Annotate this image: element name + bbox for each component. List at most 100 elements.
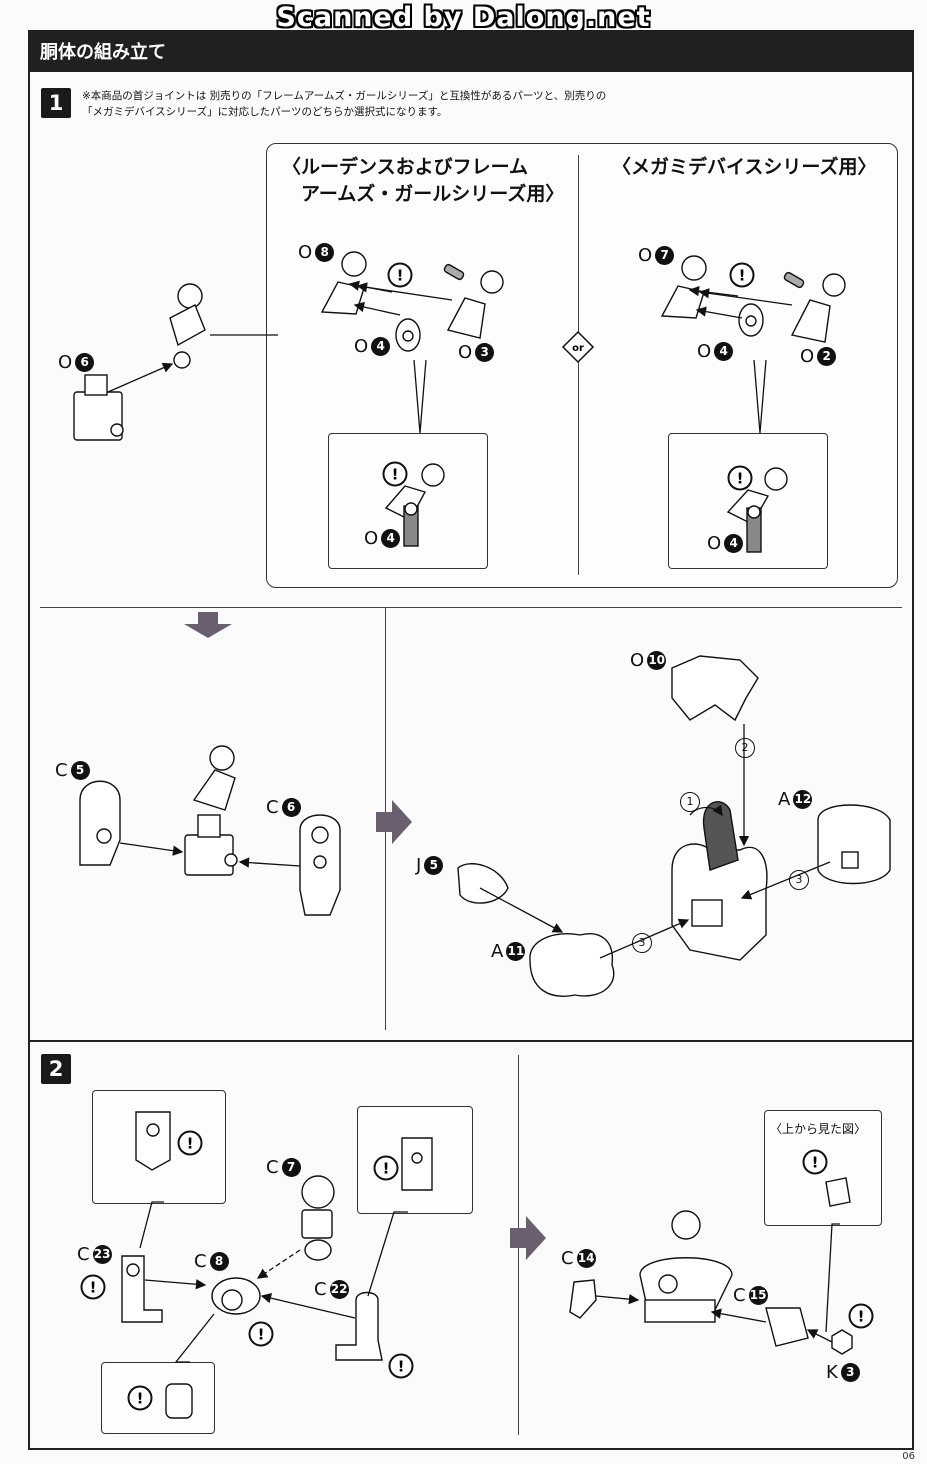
note-line-2: 「メガミデバイスシリーズ」に対応したパーツのどちらか選択式になります。 [82,106,448,118]
part-o10-collar [671,655,759,722]
watermark: Scanned by Dalong.net [276,2,651,33]
part-c15 [765,1307,809,1347]
section-title: 胴体の組み立て [40,42,166,63]
part-o2 [790,299,831,343]
alert-icon: ! [848,1303,874,1333]
svg-text:!: ! [392,466,399,484]
option-left-title: 〈ルーデンスおよびフレーム アームズ・ガールシリーズ用〉 [282,156,565,205]
page-frame [28,72,914,1450]
part-o4-ring-left [395,318,421,352]
part-c8-joint [211,1277,261,1315]
torso-main-assembly [671,801,768,961]
note-line-1: ※本商品の首ジョイントは 別売りの「フレームアームズ・ガールシリーズ」と互換性が… [82,90,607,102]
alert-icon: ! [802,1149,828,1179]
part-c7-ball [301,1175,335,1261]
options-divider [578,155,579,575]
part-o6-torso-block [73,374,124,441]
detail-c22 [401,1137,433,1191]
top-view-label: 〈上から見た図〉 [770,1122,867,1136]
step-1-horizontal-divider [40,607,902,608]
part-c6 [299,814,341,916]
torso-with-c7-assembly [639,1210,733,1323]
step-separator [28,1040,914,1042]
svg-text:!: ! [398,1358,405,1376]
svg-text:!: ! [397,267,404,285]
svg-text:!: ! [90,1279,97,1297]
neck-joint-assembled [169,283,206,369]
flow-arrow-right [376,800,412,844]
svg-text:!: ! [739,267,746,285]
alert-icon: ! [388,1353,414,1383]
step-1-number: 1 [41,88,71,118]
page-number: 06 [902,1451,915,1462]
alert-icon: ! [382,461,408,491]
alert-icon: ! [177,1130,203,1160]
detail-c23 [135,1111,171,1171]
section-header: 胴体の組み立て [28,30,914,72]
detail-c8 [165,1383,193,1419]
svg-text:!: ! [812,1154,819,1172]
or-mark: or [561,330,595,364]
torso-core-assembly [184,745,238,876]
part-c5 [79,780,121,866]
svg-text:!: ! [187,1135,194,1153]
detail-top-view-part [825,1177,851,1207]
substep-3-marker-right: 3 [789,870,809,890]
step-1-note: ※本商品の首ジョイントは 別売りの「フレームアームズ・ガールシリーズ」と互換性が… [82,88,702,120]
substep-2-marker: 2 [735,738,755,758]
part-a12-back [817,804,891,885]
or-diamond-icon: or [561,330,595,364]
alert-icon: ! [727,465,753,495]
alert-icon: ! [729,262,755,292]
part-k3-nut [831,1329,853,1355]
option-right-title: 〈メガミデバイスシリーズ用〉 [612,156,877,178]
svg-text:!: ! [737,470,744,488]
svg-text:!: ! [137,1390,144,1408]
part-c14 [569,1279,597,1319]
part-o8 [320,251,367,315]
alert-icon: ! [373,1155,399,1185]
flow-arrow-right-step2 [510,1216,546,1260]
or-text: or [572,343,584,354]
alert-icon: ! [80,1274,106,1304]
svg-text:!: ! [258,1326,265,1344]
flow-arrow-down [184,612,232,638]
step-2-number: 2 [41,1054,71,1084]
svg-text:!: ! [383,1160,390,1178]
flow-arrows [184,612,546,1260]
alert-icon: ! [248,1321,274,1351]
part-o7 [660,255,707,319]
alert-icon: ! [127,1385,153,1415]
part-c22 [335,1291,383,1361]
part-c23 [121,1255,163,1323]
substep-1-marker: 1 [680,792,700,812]
part-o4-ring-right [738,303,764,337]
svg-text:!: ! [858,1308,865,1326]
alert-icon: ! [387,262,413,292]
part-a11-chest-plate [529,933,615,997]
part-o3 [446,297,486,339]
c8-detail-box [101,1362,215,1434]
